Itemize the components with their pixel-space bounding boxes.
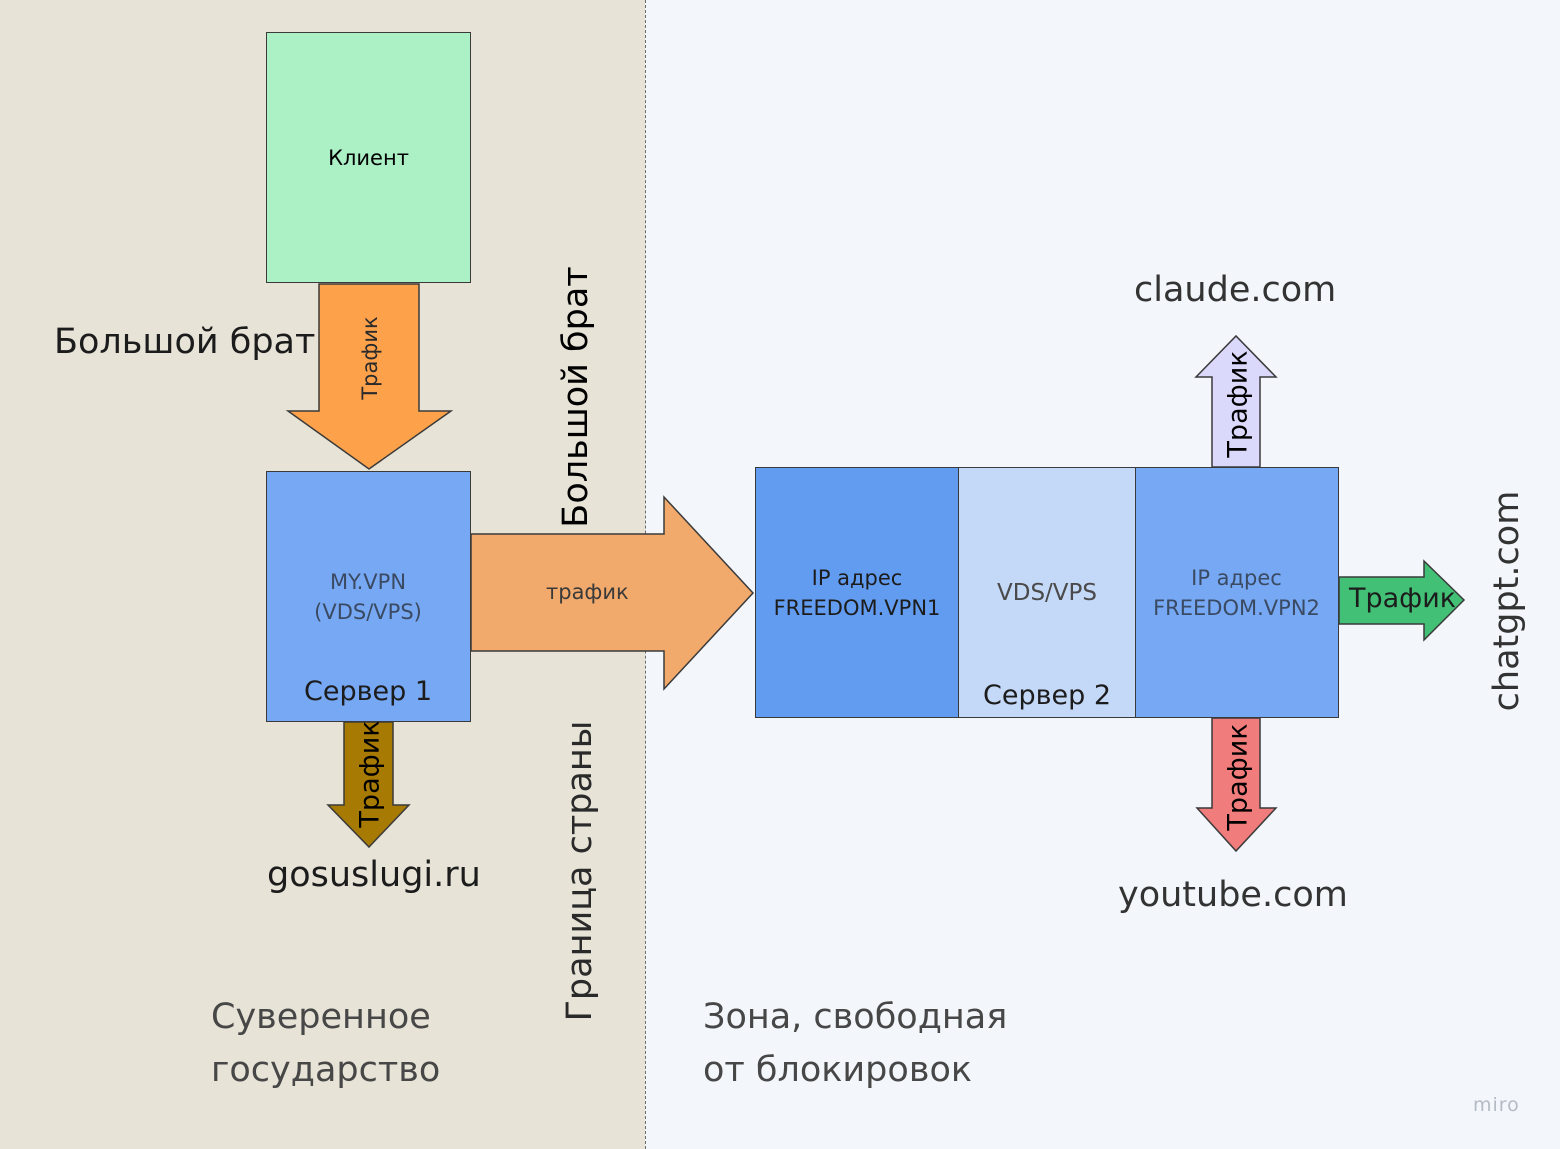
server2-caption: Сервер 2 [982,680,1112,711]
freedom-vpn2-name: FREEDOM.VPN2 [1153,596,1320,620]
gosuslugi-label: gosuslugi.ru [267,855,481,895]
freedom-vpn2-box: IP адрес FREEDOM.VPN2 [1135,467,1339,718]
miro-watermark: miro [1473,1094,1520,1116]
client-label: Клиент [328,145,409,170]
freedom-vpn1-ip-label: IP адрес [811,566,903,590]
chatgpt-label: chatgpt.com [1487,490,1527,712]
sovereign-state-line2: государство [211,1050,441,1090]
free-zone-line2: от блокировок [703,1050,972,1090]
big-brother-label: Большой брат [54,322,316,362]
client-box: Клиент [266,32,471,283]
claude-label: claude.com [1134,270,1337,310]
freedom-vpn1-name: FREEDOM.VPN1 [773,596,941,620]
server1-caption: Сервер 1 [303,676,433,707]
server2-vds-label: VDS/VPS [997,580,1097,606]
server1-name: MY.VPN [329,570,407,594]
free-zone-line1: Зона, свободная [703,997,1008,1037]
traffic-label-chatgpt: Трафик [1349,583,1457,614]
server2-vds-box: VDS/VPS Сервер 2 [958,467,1137,718]
youtube-label: youtube.com [1118,875,1348,915]
freedom-vpn1-box: IP адрес FREEDOM.VPN1 [755,467,960,718]
sovereign-state-line1: Суверенное [211,997,431,1037]
server1-type: (VDS/VPS) [314,600,422,624]
traffic-label-server1-to-server2: трафик [546,580,629,604]
freedom-vpn2-ip-label: IP адрес [1191,566,1282,590]
